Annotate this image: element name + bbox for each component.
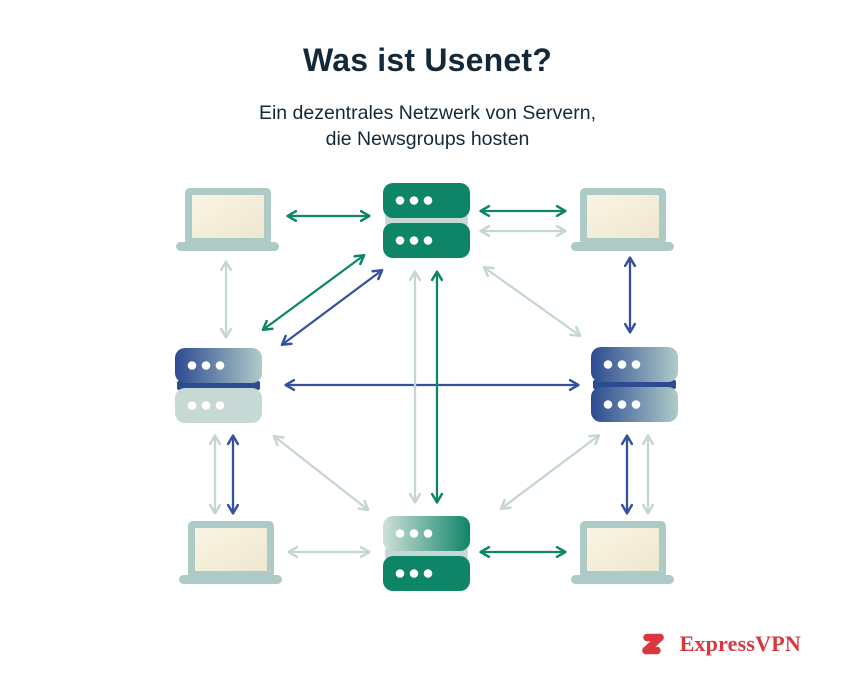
laptop-base — [176, 242, 279, 251]
laptop-base — [179, 575, 282, 584]
server-leds — [395, 196, 433, 205]
subtitle-line-1: Ein dezentrales Netzwerk von Servern, — [258, 102, 597, 124]
heading-block: Was ist Usenet? Ein dezentrales Netzwerk… — [0, 42, 855, 153]
server-leds — [395, 529, 433, 538]
expressvpn-lightning-icon — [641, 633, 664, 655]
edge-server-left-server-top-blue — [280, 268, 384, 347]
laptop-screen — [587, 195, 659, 238]
edge-server-left-server-bottom-light — [272, 434, 370, 512]
server-divider — [593, 380, 676, 389]
server-leds — [187, 401, 225, 410]
page-subtitle: Ein dezentrales Netzwerk von Servern, di… — [0, 101, 855, 153]
laptop-screen — [587, 528, 659, 571]
server-leds — [187, 361, 225, 370]
server-top — [383, 183, 470, 258]
server-left — [175, 348, 262, 423]
laptop-bottom-right — [571, 521, 674, 584]
laptop-top-right — [571, 188, 674, 251]
laptop-bottom-left — [179, 521, 282, 584]
page-title: Was ist Usenet? — [303, 42, 552, 78]
subtitle-line-2: die Newsgroups hosten — [325, 127, 530, 150]
edges — [208, 204, 655, 559]
edge-server-left-server-top-green — [261, 253, 366, 332]
server-leds — [603, 400, 641, 409]
laptop-base — [571, 575, 674, 584]
server-divider — [177, 381, 260, 390]
edge-server-top-server-right-light — [482, 265, 582, 338]
server-leds — [395, 569, 433, 578]
server-divider — [385, 549, 468, 558]
server-right — [591, 347, 678, 422]
server-divider — [385, 216, 468, 225]
expressvpn-wordmark: ExpressVPN — [679, 631, 801, 656]
server-leds — [603, 360, 641, 369]
laptop-screen — [192, 195, 264, 238]
server-leds — [395, 236, 433, 245]
laptop-top-left — [176, 188, 279, 251]
laptop-screen — [195, 528, 267, 571]
expressvpn-logo: ExpressVPN — [636, 627, 801, 661]
server-bottom — [383, 516, 470, 591]
laptop-base — [571, 242, 674, 251]
edge-server-bottom-server-right-light — [499, 433, 601, 511]
